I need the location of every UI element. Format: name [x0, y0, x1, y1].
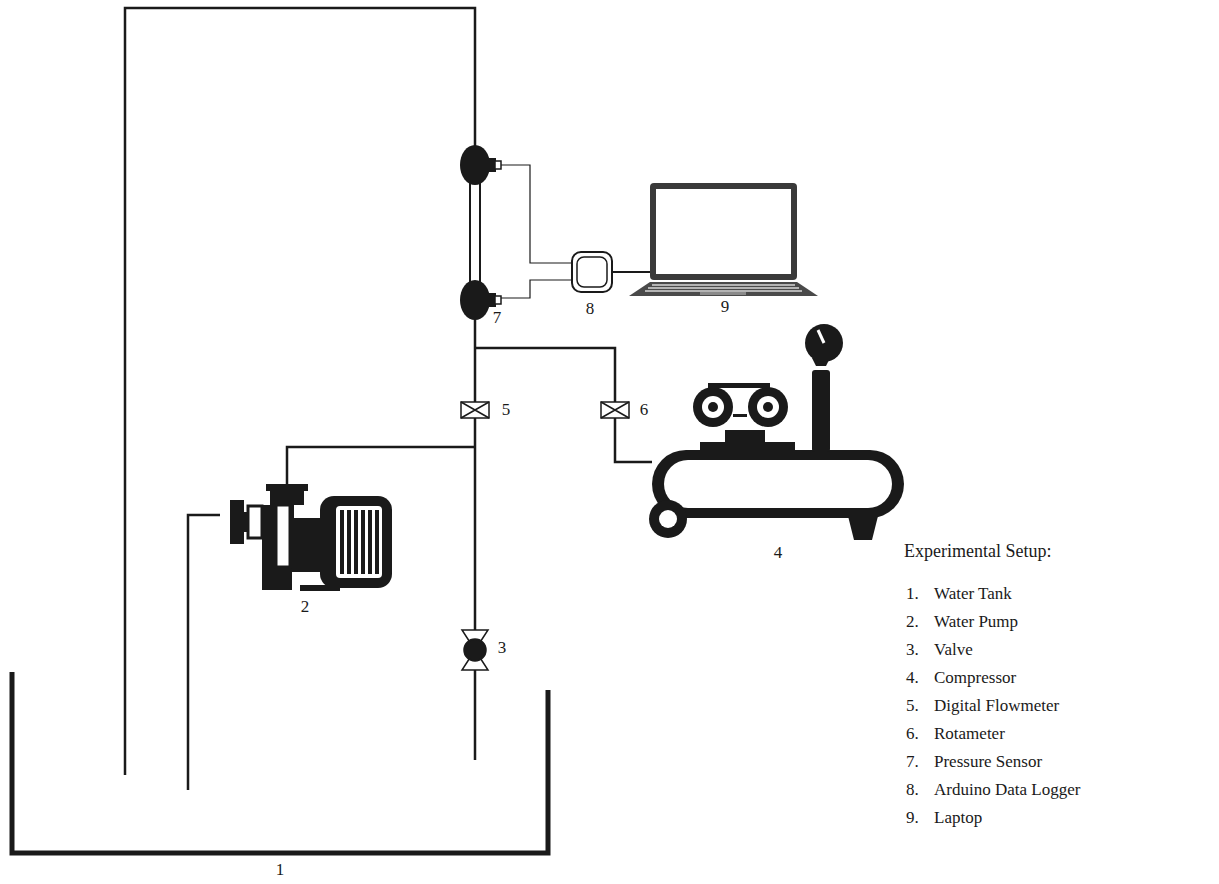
- list-number: 8.: [906, 781, 919, 800]
- usb-cable: [612, 271, 650, 273]
- test-section: [470, 182, 480, 284]
- pressure-sensor: [460, 145, 501, 320]
- signal-wire: [500, 165, 574, 298]
- part-name: Compressor: [934, 669, 1016, 688]
- callout-number: 8: [586, 300, 595, 319]
- compressor: [649, 324, 904, 540]
- list-number: 7.: [906, 753, 919, 772]
- valve: [462, 630, 488, 670]
- water-pump: [230, 484, 392, 591]
- list-number: 3.: [906, 641, 919, 660]
- callout-number: 2: [301, 598, 310, 617]
- part-name: Rotameter: [934, 725, 1005, 744]
- legend-heading: Experimental Setup:: [904, 542, 1051, 562]
- callout-number: 5: [502, 401, 511, 420]
- laptop: [629, 183, 818, 296]
- water-tank: [12, 672, 548, 853]
- callout-number: 6: [640, 401, 649, 420]
- callout-number: 4: [774, 544, 783, 563]
- callout-number: 1: [276, 861, 285, 880]
- callout-number: 3: [498, 639, 507, 658]
- rotameter: [601, 402, 629, 418]
- return-pipe: [125, 8, 475, 775]
- part-name: Water Tank: [934, 585, 1012, 604]
- flowmeter: [461, 402, 489, 418]
- supply-pipe: [474, 318, 477, 760]
- list-number: 2.: [906, 613, 919, 632]
- part-name: Laptop: [934, 809, 982, 828]
- list-number: 4.: [906, 669, 919, 688]
- part-name: Valve: [934, 641, 973, 660]
- callout-number: 7: [493, 309, 502, 328]
- list-number: 5.: [906, 697, 919, 716]
- pump-suction: [188, 515, 220, 790]
- part-name: Pressure Sensor: [934, 753, 1042, 772]
- callout-number: 9: [721, 298, 730, 317]
- part-name: Water Pump: [934, 613, 1018, 632]
- air-line: [475, 348, 652, 462]
- list-number: 6.: [906, 725, 919, 744]
- list-number: 9.: [906, 809, 919, 828]
- arduino-logger: [572, 252, 612, 292]
- part-name: Digital Flowmeter: [934, 697, 1059, 716]
- part-name: Arduino Data Logger: [934, 781, 1080, 800]
- list-number: 1.: [906, 585, 919, 604]
- pump-discharge: [287, 447, 475, 488]
